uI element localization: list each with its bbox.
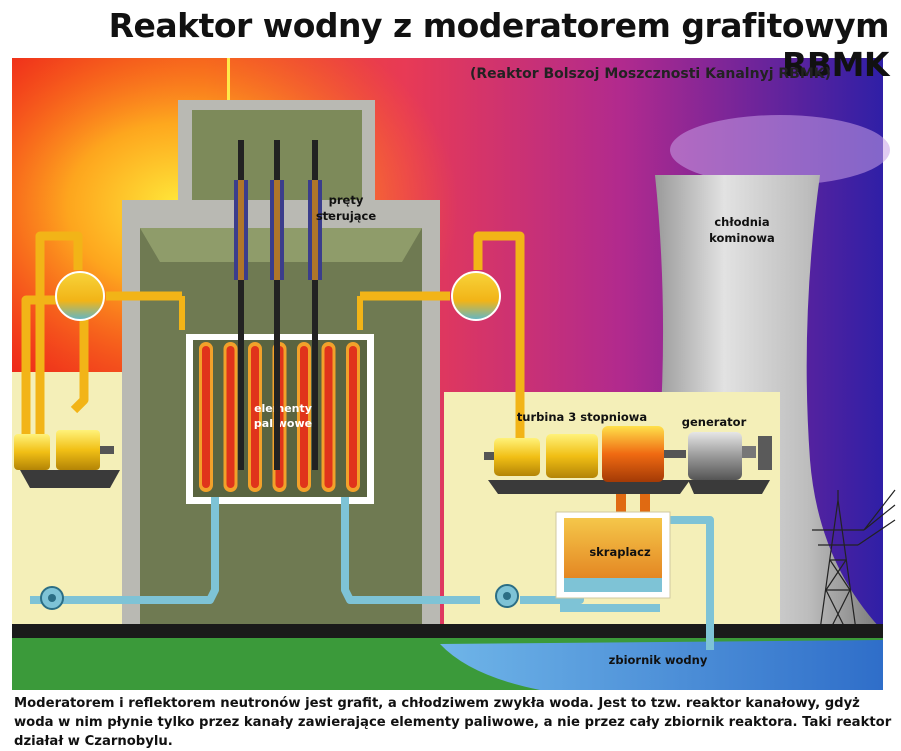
steam-drum-right <box>451 271 501 321</box>
condenser-label: skraplacz <box>589 545 651 559</box>
fuel-rod-core <box>251 346 259 488</box>
control-rods-label: sterujące <box>316 209 377 223</box>
turbine-label: turbina 3 stopniowa <box>517 410 647 424</box>
pump-left <box>40 586 64 610</box>
water-reservoir <box>440 640 883 690</box>
page-title: Reaktor wodny z moderatorem grafitowym R… <box>108 6 890 84</box>
drum-risers <box>179 296 363 330</box>
generator-label: generator <box>682 415 747 429</box>
top-light-beam <box>227 58 230 102</box>
fuel-rod-core <box>226 346 235 488</box>
steam-cloud <box>670 115 890 185</box>
fuel-rod-core <box>349 346 357 488</box>
fuel-elements-label: elementy <box>254 402 312 415</box>
generator <box>688 432 772 494</box>
steam-pipes <box>21 231 525 440</box>
control-rods-label: pręty <box>329 193 364 207</box>
turbine-left <box>14 430 120 488</box>
cooling-tower-label: chłodnia <box>714 215 769 229</box>
control-rods <box>234 140 322 470</box>
floor-slab <box>12 624 883 638</box>
pump-right <box>495 584 519 608</box>
caption: Moderatorem i reflektorem neutronów jest… <box>14 696 892 749</box>
condenser <box>555 494 671 599</box>
left-building <box>12 372 130 624</box>
power-pylon <box>812 489 896 631</box>
steam-drum-left <box>55 271 105 321</box>
fuel-rod-core <box>300 346 308 488</box>
fuel-elements-label: paliwowe <box>254 417 312 430</box>
cooling-tower-label: kominowa <box>709 231 775 245</box>
turbine-3-stage <box>484 426 690 494</box>
page-subtitle: (Reaktor Bolszoj Moszcznosti Kanalnyj RB… <box>469 66 831 82</box>
fuel-rod-core <box>202 346 210 488</box>
fuel-rod-core <box>324 346 333 488</box>
reservoir-label: zbiornik wodny <box>609 653 708 667</box>
